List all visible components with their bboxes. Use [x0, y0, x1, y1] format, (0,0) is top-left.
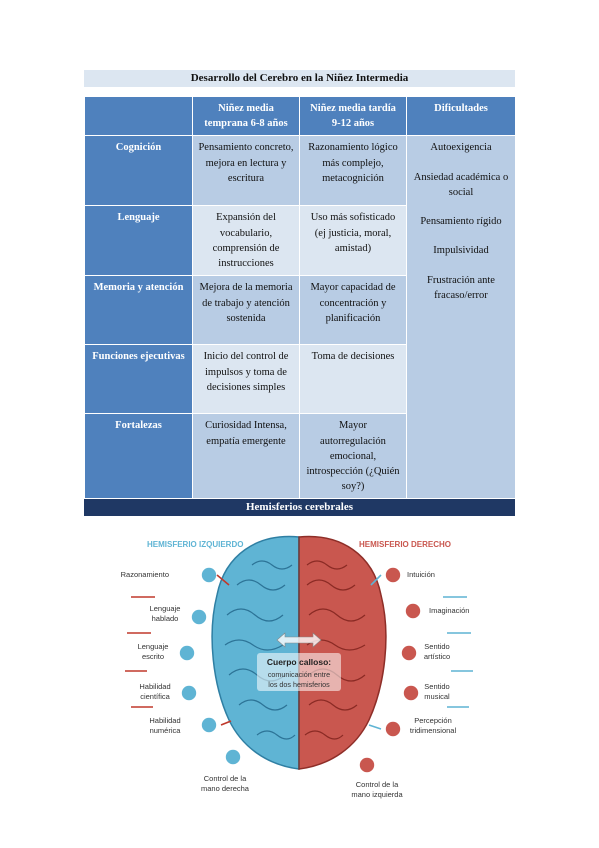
speech-head-icon [190, 608, 208, 626]
callosum-label-bg [257, 653, 341, 691]
cell-early: Mejora de la memoria de trabajo y atenci… [192, 275, 300, 346]
difficulties-cell: Autoexigencia Ansiedad académica o socia… [406, 135, 516, 500]
left-title: HEMISFERIO IZQUIERDO [147, 540, 243, 549]
music-note-icon [402, 684, 420, 702]
header-late: Niñez media tardía 9-12 años [299, 95, 407, 137]
table-title: Desarrollo del Cerebro en la Niñez Inter… [84, 70, 515, 87]
right-item: Imaginación [429, 606, 469, 615]
double-arrow-icon [276, 632, 322, 648]
difficulty-item: Frustración ante fracaso/error [427, 274, 495, 301]
cell-early: Pensamiento concreto, mejora en lectura … [192, 135, 300, 207]
cell-late: Razonamiento lógico más complejo, metaco… [299, 135, 407, 207]
table-row: Fortalezas Curiosidad Intensa, empatía e… [84, 413, 516, 500]
right-items: Intuición Imaginación Sentido artístico … [351, 570, 469, 799]
head-icon [404, 602, 422, 620]
difficulty-item: Impulsividad [433, 245, 489, 257]
right-item: musical [424, 692, 450, 701]
left-item: Razonamiento [121, 570, 169, 579]
clock-icon [384, 566, 402, 584]
left-gyri [224, 560, 296, 740]
palette-icon [400, 644, 418, 662]
difficulty-item: Autoexigencia [430, 142, 492, 154]
cell-late: Mayor autorregulación emocional, introsp… [299, 413, 407, 500]
row-label: Funciones ejecutivas [84, 344, 193, 415]
cell-late: Toma de decisiones [299, 344, 407, 415]
left-icons [178, 566, 242, 766]
left-items: Razonamiento Lenguaje hablado Lenguaje e… [121, 570, 250, 793]
brain-development-table: Niñez media temprana 6-8 años Niñez medi… [84, 95, 516, 500]
cell-early: Curiosidad Intensa, empatía emergente [192, 413, 300, 500]
difficulty-item: Pensamiento rígido [420, 216, 502, 228]
right-item: tridimensional [410, 726, 457, 735]
header-early: Niñez media temprana 6-8 años [192, 95, 300, 137]
left-item: Habilidad [139, 682, 170, 691]
table-row: Lenguaje Expansión del vocabulario, comp… [84, 205, 516, 277]
left-item: escrito [142, 652, 164, 661]
callosum-text-1: comunicación entre [268, 670, 330, 679]
header-difficulties: Dificultades [406, 95, 516, 137]
difficulty-item: Ansiedad académica o social [413, 171, 509, 198]
left-connector-lines [125, 574, 232, 726]
row-label: Memoria y atención [84, 275, 193, 346]
hemispheres-figure: Cuerpo calloso: comunicación entre los d… [117, 525, 481, 805]
left-item: Control de la [204, 774, 247, 783]
callosum-title: Cuerpo calloso: [267, 657, 331, 667]
cell-early: Inicio del control de impulsos y toma de… [192, 344, 300, 415]
table-row: Cognición Pensamiento concreto, mejora e… [84, 135, 516, 500]
left-hemisphere [211, 535, 300, 770]
left-item: hablado [152, 614, 179, 623]
left-item: científica [140, 692, 170, 701]
left-item: Lenguaje [138, 642, 169, 651]
left-item: Habilidad [149, 716, 180, 725]
left-item: Lenguaje [150, 604, 181, 613]
header-empty [84, 95, 193, 137]
callosum-text-2: los dos hemisferios [268, 680, 330, 689]
cell-late: Mayor capacidad de concentración y plani… [299, 275, 407, 346]
row-label: Lenguaje [84, 205, 193, 277]
gears-icon [200, 566, 218, 584]
hand-icon [358, 756, 376, 774]
right-item: Sentido [424, 642, 449, 651]
right-item: Percepción [414, 716, 452, 725]
right-item: Intuición [407, 570, 435, 579]
cube-icon [384, 720, 402, 738]
right-item: Sentido [424, 682, 449, 691]
right-item: Control de la [356, 780, 399, 789]
row-label: Fortalezas [84, 413, 193, 500]
cell-early: Expansión del vocabulario, comprensión d… [192, 205, 300, 277]
brain-diagram: Cuerpo calloso: comunicación entre los d… [121, 535, 473, 799]
hand-icon [224, 748, 242, 766]
document-icon [178, 644, 196, 662]
right-connector-lines [368, 574, 473, 730]
right-item: artístico [424, 652, 450, 661]
table-row: Funciones ejecutivas Inicio del control … [84, 344, 516, 415]
table-row: Memoria y atención Mejora de la memoria … [84, 275, 516, 346]
number-nine-icon [200, 716, 218, 734]
cell-late: Uso más sofisticado (ej justicia, moral,… [299, 205, 407, 277]
hemispheres-title: Hemisferios cerebrales [84, 499, 515, 516]
left-item: numérica [150, 726, 182, 735]
row-label: Cognición [84, 135, 193, 207]
right-icons [358, 566, 422, 774]
right-item: mano izquierda [351, 790, 403, 799]
right-hemisphere [298, 535, 387, 770]
left-item: mano derecha [201, 784, 250, 793]
microscope-icon [180, 684, 198, 702]
right-title: HEMISFERIO DERECHO [359, 540, 451, 549]
